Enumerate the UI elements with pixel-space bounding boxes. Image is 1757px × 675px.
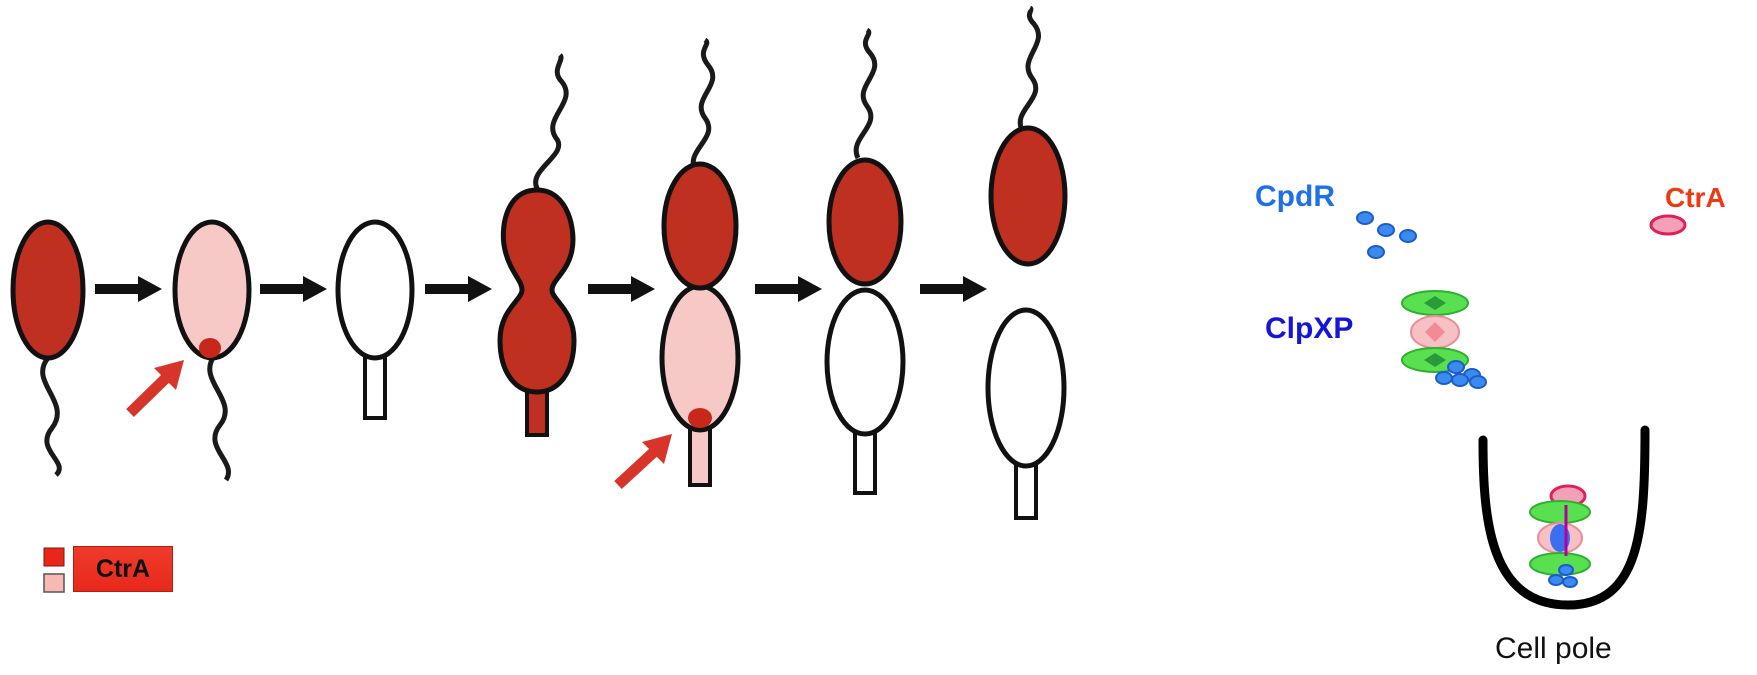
legend-swatches: [44, 548, 64, 592]
red-arrow-icon: [130, 360, 184, 413]
ctra-label: CtrA: [1665, 182, 1726, 214]
swarmer-cell-body: [991, 128, 1065, 264]
cell-body: [500, 190, 574, 392]
stalk: [690, 425, 710, 485]
cpdr-molecule: [1400, 230, 1416, 242]
flagellum: [693, 40, 713, 170]
cell-divided: [988, 8, 1065, 518]
swarmer-compartment: [829, 160, 901, 284]
progression-arrow: [920, 276, 987, 302]
cell-ctra-degradation: [130, 222, 249, 480]
flagellum: [1020, 8, 1038, 130]
flagellum: [43, 358, 60, 475]
progression-arrow: [425, 276, 492, 302]
swarmer-compartment: [664, 164, 736, 288]
progression-arrow: [588, 276, 655, 302]
cpdr-molecules: [1357, 212, 1416, 258]
clpxp-label: ClpXP: [1265, 312, 1353, 346]
legend-swatch-high: [44, 548, 64, 566]
flagellum: [856, 30, 875, 158]
cpdr-label: CpdR: [1255, 180, 1335, 214]
cpdr-molecule: [1368, 246, 1384, 258]
cell-swarmer: [13, 222, 83, 475]
stalked-cell-body: [988, 310, 1064, 466]
clpxp-complex: [1402, 291, 1486, 388]
progression-arrow: [755, 276, 822, 302]
progression-arrow: [95, 276, 162, 302]
polar-ctra-focus: [688, 408, 712, 428]
stalked-compartment: [827, 290, 903, 434]
legend-ctra-label: CtrA: [73, 546, 173, 592]
stalk: [855, 428, 875, 493]
ctra-molecule: [1651, 216, 1685, 234]
legend-swatch-low: [44, 574, 64, 592]
flagellum: [210, 355, 229, 480]
clpx-ring-top: [1530, 501, 1590, 523]
polar-ctra-focus: [199, 338, 221, 358]
cell-body: [175, 222, 249, 358]
cpdr-molecule: [1357, 212, 1373, 224]
cell-predivisional: [500, 55, 574, 435]
flagellum: [536, 55, 567, 190]
cell-stalked: [338, 222, 412, 418]
polar-clpxp-complex: [1530, 486, 1590, 587]
red-arrow-icon: [618, 434, 672, 485]
cell-compartmentalized: [827, 30, 903, 493]
cell-body: [338, 222, 412, 358]
progression-arrow: [260, 276, 327, 302]
cell-late-predivisional: [618, 40, 738, 485]
cpdr-molecule: [1378, 224, 1394, 236]
cell-body: [13, 222, 83, 358]
cell-pole-label: Cell pole: [1495, 632, 1612, 666]
